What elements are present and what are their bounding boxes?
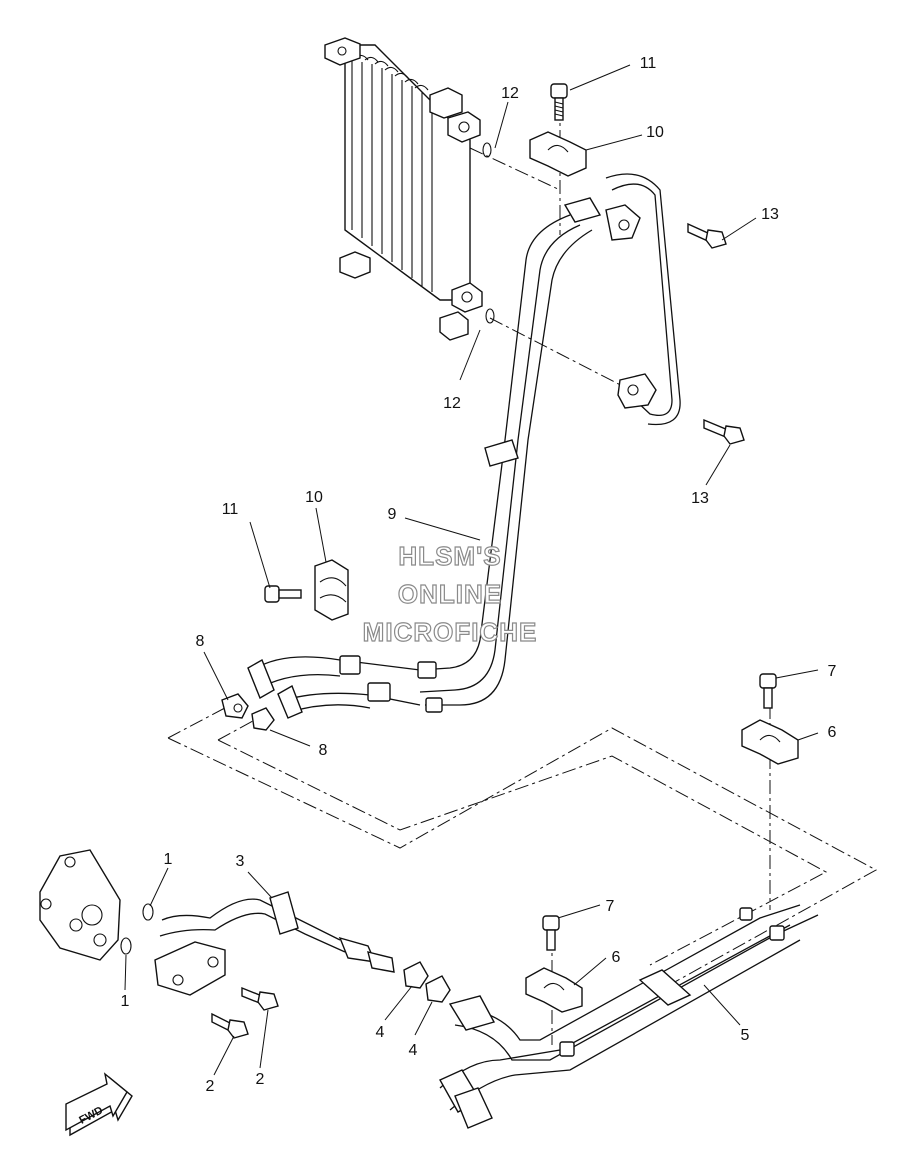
callout-10-mid: 10: [305, 489, 323, 506]
bolt-7-right: [759, 673, 777, 709]
callout-6-right: 6: [828, 724, 837, 741]
o-ring-lower: [485, 308, 495, 324]
watermark-line-3: MICROFICHE: [363, 617, 538, 647]
bolt-13-upper: [687, 222, 727, 249]
callout-6-lower: 6: [612, 949, 621, 966]
fwd-arrow: FWD: [65, 1072, 133, 1137]
oil-pipe-3: [154, 891, 395, 996]
bolt-2-right: [241, 986, 279, 1011]
fitting-8-left: [221, 693, 249, 719]
bolt-13-lower: [703, 418, 745, 445]
callout-9: 9: [388, 506, 397, 523]
clamp-10-top: [529, 131, 587, 177]
ref-line-bolts: [551, 105, 771, 1045]
callouts: 11 12 10 13 12 13 11 10 9 8 8 7 6 1 3 1 …: [121, 55, 837, 1095]
callout-12-top: 12: [501, 85, 519, 102]
bolt-11-top: [550, 83, 568, 121]
callout-4-right: 4: [409, 1042, 418, 1059]
callout-2-right: 2: [256, 1071, 265, 1088]
clamp-6-right: [741, 719, 799, 765]
bolt-2-left: [211, 1012, 249, 1039]
callout-7-right: 7: [828, 663, 837, 680]
callout-8-lower: 8: [319, 742, 328, 759]
callout-8-upper: 8: [196, 633, 205, 650]
clamp-6-lower: [525, 967, 583, 1013]
callout-1-upper: 1: [164, 851, 173, 868]
ref-line-cooler: [469, 147, 641, 396]
callout-2-left: 2: [206, 1078, 215, 1095]
callout-4-left: 4: [376, 1024, 385, 1041]
leader-lines: [124, 64, 819, 1076]
bolt-11-mid: [264, 585, 302, 603]
o-ring-upper: [482, 142, 492, 158]
reference-frame: [167, 699, 878, 989]
o-ring-1-upper: [142, 903, 154, 921]
callout-13-top: 13: [761, 206, 779, 223]
o-ring-1-lower: [120, 937, 132, 955]
callout-3: 3: [236, 853, 245, 870]
callout-11-mid: 11: [222, 501, 239, 518]
pump-housing: [39, 849, 121, 961]
fitting-4-right: [425, 975, 451, 1003]
callout-7-lower: 7: [606, 898, 615, 915]
oil-cooler: [324, 37, 483, 341]
oil-hose-5: [439, 904, 819, 1129]
watermark: HLSM'S ONLINE MICROFICHE: [362, 540, 538, 647]
clamp-10-mid: [314, 559, 349, 621]
callout-10-top: 10: [646, 124, 664, 141]
fitting-4-left: [403, 961, 429, 989]
callout-13-lower: 13: [691, 490, 709, 507]
watermark-line-1: HLSM'S: [398, 541, 501, 571]
callout-5: 5: [741, 1027, 750, 1044]
callout-11-top: 11: [640, 55, 657, 72]
oil-hose-9: [247, 173, 681, 719]
callout-12-lower: 12: [443, 395, 461, 412]
fitting-8-right: [251, 707, 275, 731]
bolt-7-lower: [542, 915, 560, 951]
callout-1-lower: 1: [121, 993, 130, 1010]
watermark-line-2: ONLINE: [398, 579, 502, 609]
